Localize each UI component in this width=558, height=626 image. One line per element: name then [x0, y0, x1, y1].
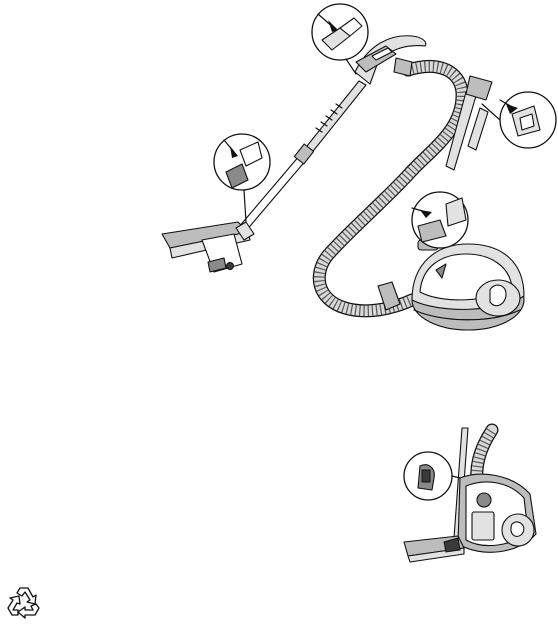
callout-tool-clip — [482, 92, 556, 148]
floor-brush — [162, 222, 254, 272]
assembly-drawing — [150, 0, 558, 340]
cleaner-body — [378, 240, 524, 330]
assembly-illustration — [150, 0, 558, 340]
callout-hose-inlet — [412, 192, 468, 248]
storage-drawing — [400, 418, 558, 576]
recycle-symbol — [4, 582, 44, 622]
recycle-icon — [4, 582, 44, 622]
storage-illustration — [400, 418, 558, 576]
